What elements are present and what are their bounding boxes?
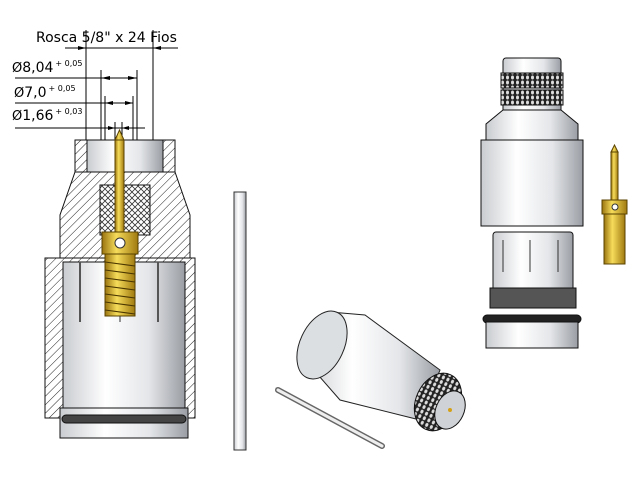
diameter-symbol: Ø — [12, 109, 23, 124]
rod — [233, 191, 247, 451]
thread-label: Rosca 5/8" x 24 Fios — [36, 30, 177, 46]
dimension-8-04: Ø8,04+ 0,05 — [12, 59, 83, 76]
dimension-arrows — [78, 46, 161, 130]
exploded-view — [480, 57, 628, 349]
dimension-1-66: Ø1,66+ 0,03 — [12, 107, 83, 124]
dimension-7-0: Ø7,0+ 0,05 — [14, 84, 76, 101]
diameter-symbol: Ø — [12, 61, 23, 76]
section-view — [15, 30, 196, 439]
diameter-symbol: Ø — [14, 86, 25, 101]
isometric-view — [275, 310, 466, 449]
